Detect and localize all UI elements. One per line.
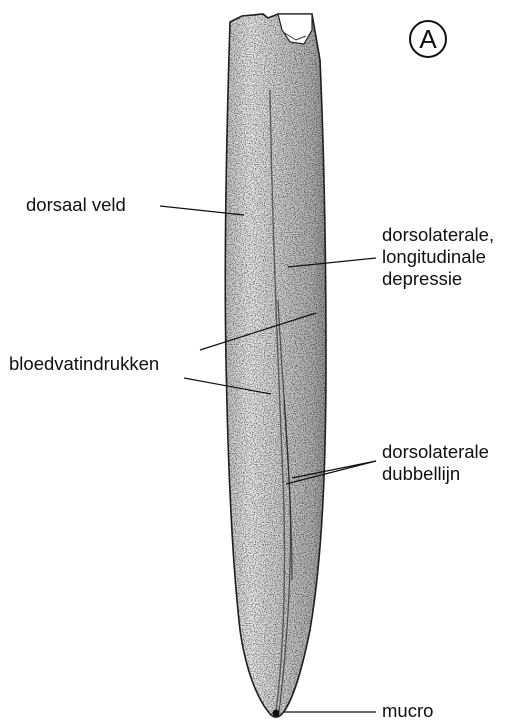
label-dorsolateral-double-line: dorsolaterale dubbellijn [382, 441, 489, 485]
figure-badge: A [409, 20, 447, 58]
label-mucro: mucro [382, 700, 433, 722]
label-blood-vessel-impressions: bloedvatindrukken [9, 353, 159, 375]
label-dorsal-field: dorsaal veld [26, 194, 126, 216]
guard-body [220, 10, 330, 720]
label-dorsolateral-depression: dorsolaterale, longitudinale depressie [382, 224, 494, 290]
